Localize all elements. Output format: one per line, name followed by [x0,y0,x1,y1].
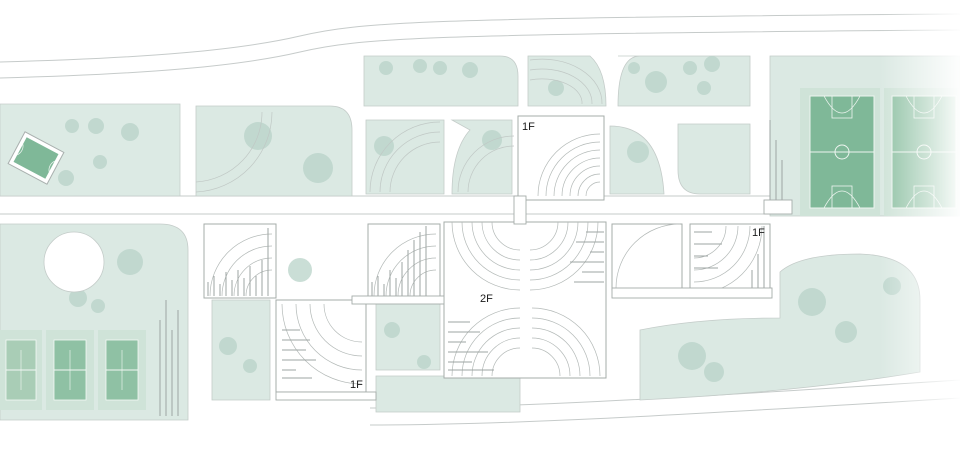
tree-icon [243,359,257,373]
mid-pavilion [367,223,441,299]
floor-label-central: 2F [480,293,493,305]
basketball-court-icon [7,131,65,185]
east-pavilion-1 [611,223,683,291]
floor-label-southwest: 1F [350,379,363,391]
tree-icon [704,56,720,72]
tree-icon [678,342,706,370]
tree-icon [219,337,237,355]
floor-label-east: 1F [752,227,765,239]
tree-icon [91,299,105,313]
tree-icon [303,153,333,183]
tree-icon [121,123,139,141]
tree-icon [413,59,427,73]
tree-icon [704,362,724,382]
tree-canopies [58,56,901,382]
tree-icon [384,322,400,338]
tree-icon [374,136,394,156]
tree-icon [798,288,826,316]
green-area-n2 [363,55,519,107]
tree-icon [117,249,143,275]
tree-icon [548,80,564,96]
north-pavilion-base [517,115,605,201]
tree-icon [462,62,478,78]
edge-fade-right [880,0,960,465]
tree-icon [58,170,74,186]
ring-paths [195,58,603,193]
tree-icon [627,141,649,163]
tree-icon [628,62,640,74]
green-area-n1 [195,105,353,197]
tree-icon [417,355,431,369]
tree-icon [65,119,79,133]
green-area-s1 [211,299,271,401]
circular-plaza [43,231,105,293]
west-pavilion-1 [203,223,277,299]
green-area-n6 [450,119,513,195]
green-area-n3 [527,55,607,107]
tennis-court-icon [0,330,42,410]
basketball-court-icon [800,88,880,216]
amphitheatre-seating [209,133,763,385]
green-area-s3 [375,375,521,413]
tennis-court-icon [46,330,94,410]
green-area-n8 [677,123,751,195]
stair-hatching [159,120,783,416]
tree-icon [645,71,667,93]
tree-icon [288,258,312,282]
tennis-courts [0,330,146,410]
tennis-court-icon [98,330,146,410]
tree-icon [69,289,87,307]
tree-icon [88,118,104,134]
tree-icon [697,81,711,95]
floor-label-north: 1F [522,121,535,133]
tree-icon [835,321,857,343]
tree-icon [379,61,393,75]
central-pavilion-base [443,221,607,379]
tree-icon [683,61,697,75]
tree-icon [433,61,447,75]
tree-icon [93,155,107,169]
walkways [275,195,793,401]
